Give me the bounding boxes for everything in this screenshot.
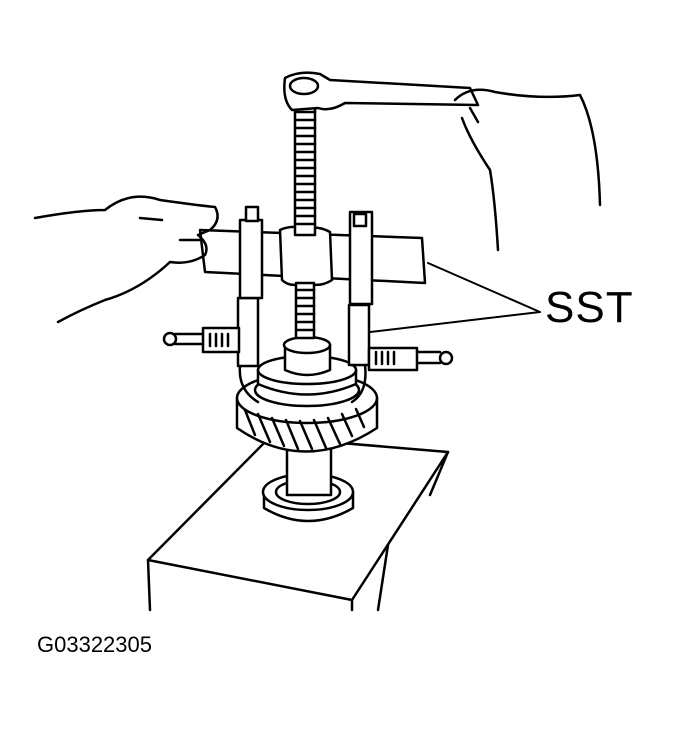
left-hand — [33, 195, 219, 324]
wrench — [283, 71, 480, 112]
puller-crossbar — [198, 205, 427, 306]
sst-callout-label: SST — [545, 283, 634, 332]
right-hand — [453, 88, 602, 252]
sst-leader-lines — [369, 262, 541, 333]
clamp-bolt-left — [162, 326, 241, 354]
figure-id: G03322305 — [37, 632, 152, 657]
forcing-screw — [293, 103, 317, 340]
clamp-bolt-right — [367, 346, 454, 372]
inner-bearing — [256, 335, 358, 396]
